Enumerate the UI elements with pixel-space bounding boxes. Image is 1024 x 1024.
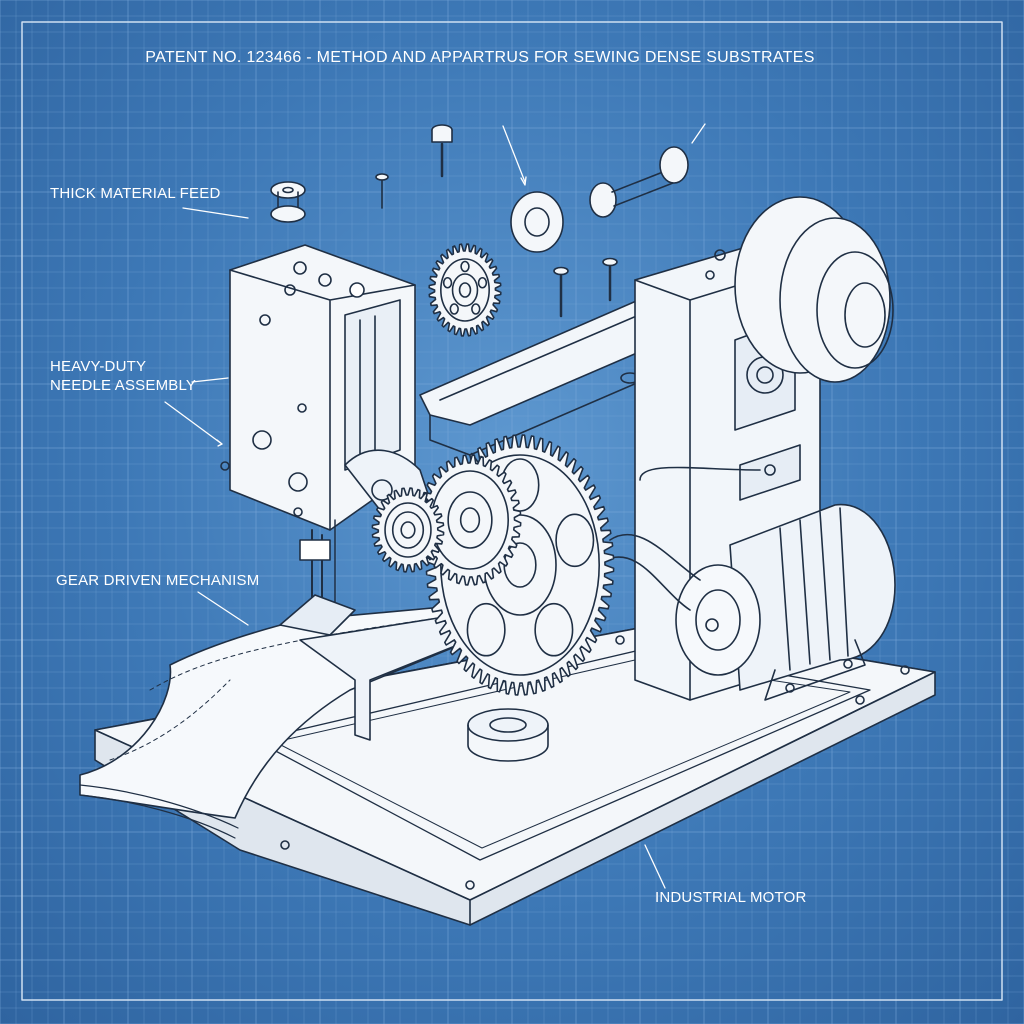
label-industrial-motor: INDUSTRIAL MOTOR <box>655 889 807 906</box>
drawing-border <box>21 21 1003 1001</box>
label-needle-line2: NEEDLE ASSEMBLY <box>50 377 197 394</box>
needle-assembly <box>220 461 356 636</box>
label-thick-material-feed: THICK MATERIAL FEED <box>50 185 221 202</box>
patent-title: PATENT NO. 123466 - METHOD AND APPARTRUS… <box>145 49 815 66</box>
shaft-bolt <box>589 146 689 218</box>
label-needle-line1: HEAVY-DUTY <box>50 358 147 375</box>
screw-3 <box>553 266 569 318</box>
drive-belt <box>604 533 701 611</box>
bearing-part <box>510 191 564 253</box>
motor-bracket <box>639 444 801 501</box>
industrial-motor <box>675 503 896 701</box>
handwheel <box>734 196 894 383</box>
screw-2 <box>431 124 453 178</box>
screw-4 <box>602 257 618 302</box>
gear-train <box>371 243 615 696</box>
label-gear-mechanism: GEAR DRIVEN MECHANISM <box>56 572 260 589</box>
leader-lines <box>164 123 706 889</box>
screw-1 <box>375 173 389 209</box>
label-needle-assembly: HEAVY-DUTY NEEDLE ASSEMBLY <box>50 357 196 395</box>
bobbin-housing <box>467 708 549 762</box>
exploded-parts <box>270 124 689 318</box>
feed-roller-part <box>270 181 306 223</box>
small-drive-gear <box>371 487 445 573</box>
exploded-gear <box>428 243 502 337</box>
